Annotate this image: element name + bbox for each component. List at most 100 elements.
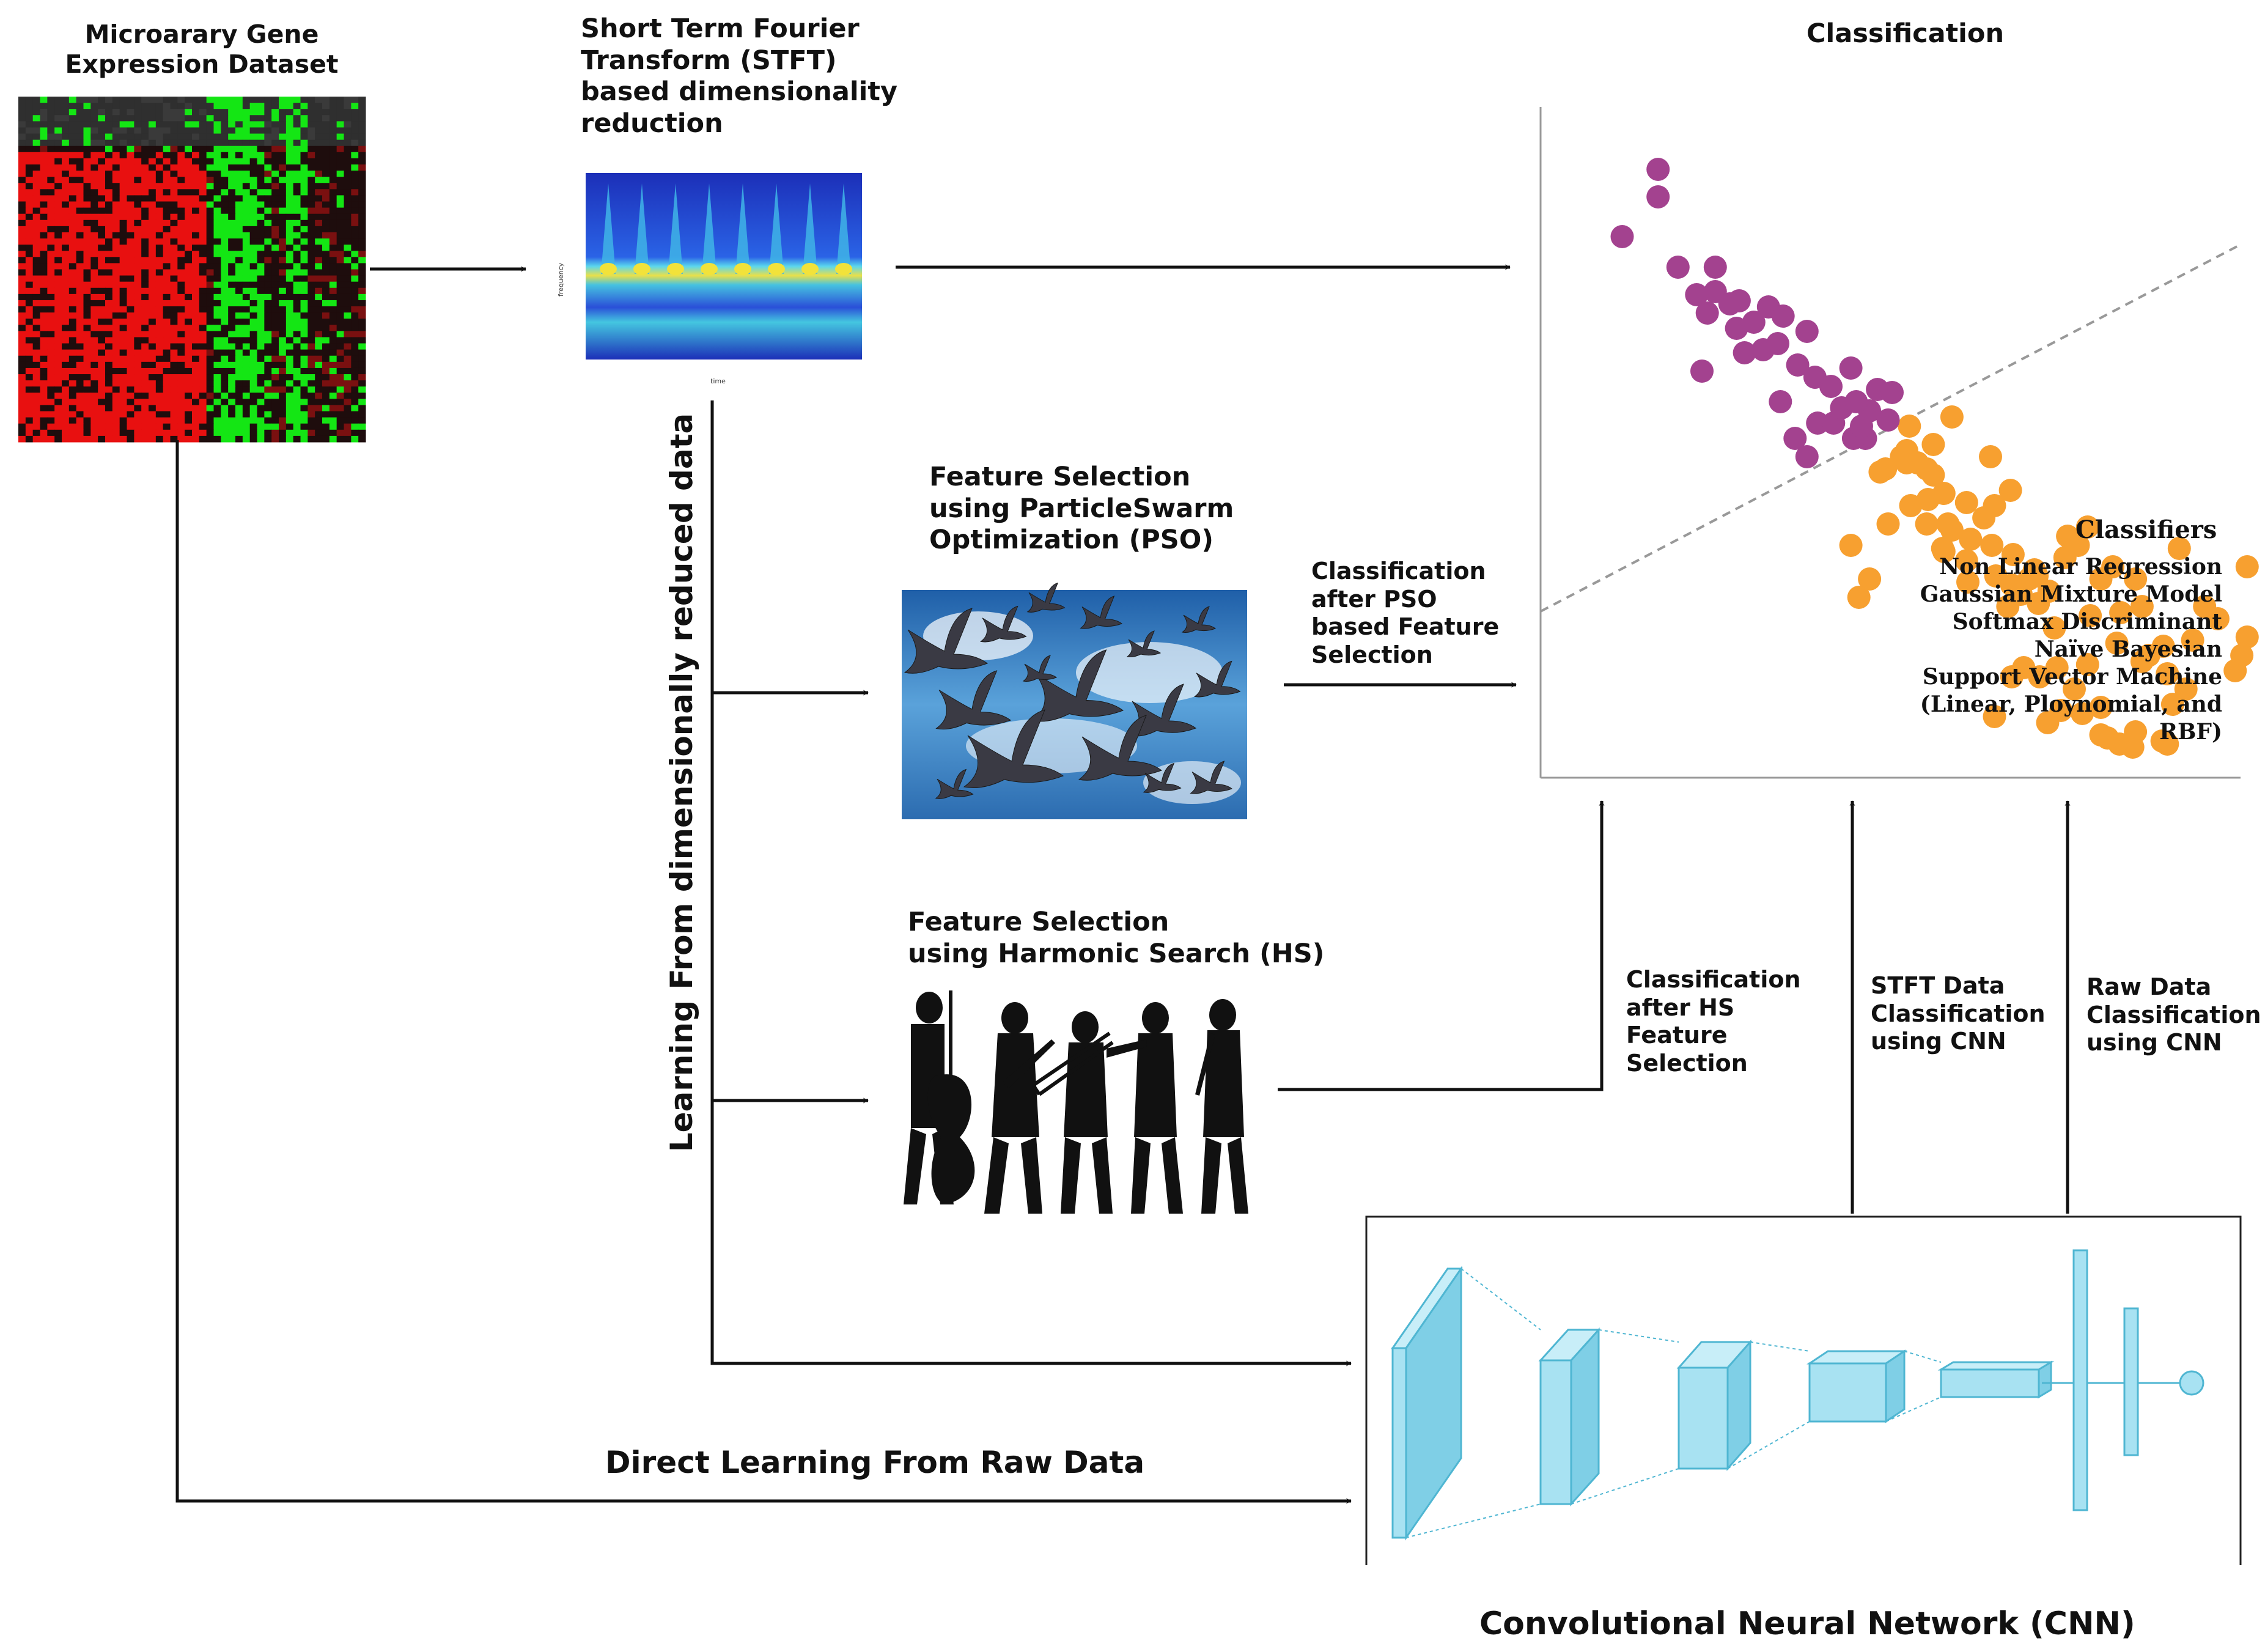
heatmap-cell: [134, 97, 142, 103]
heatmap-cell: [40, 399, 48, 405]
heatmap-cell: [112, 435, 120, 443]
heatmap-cell: [83, 109, 91, 116]
heatmap-cell: [32, 238, 40, 245]
heatmap-cell: [358, 251, 366, 257]
heatmap-cell: [54, 386, 62, 393]
heatmap-cell: [300, 109, 308, 116]
scatter-point: [1610, 225, 1634, 248]
heatmap-cell: [249, 300, 257, 307]
heatmap-cell: [40, 287, 48, 295]
heatmap-cell: [25, 251, 34, 257]
heatmap-cell: [149, 312, 157, 319]
heatmap-cell: [199, 355, 207, 363]
heatmap-cell: [141, 213, 149, 221]
heatmap-cell: [163, 435, 171, 443]
direct-learning-label: Direct Learning From Raw Data: [605, 1445, 1145, 1480]
heatmap-cell: [68, 245, 77, 251]
heatmap-cell: [149, 177, 157, 183]
heatmap-cell: [105, 158, 113, 165]
heatmap-cell: [163, 349, 171, 356]
heatmap-cell: [90, 411, 98, 418]
heatmap-cell: [228, 195, 236, 202]
heatmap-cell: [112, 319, 120, 325]
heatmap-cell: [76, 219, 84, 227]
heatmap-cell: [185, 355, 193, 363]
heatmap-cell: [149, 139, 157, 147]
heatmap-cell: [90, 152, 98, 159]
heatmap-cell: [329, 189, 337, 196]
heatmap-cell: [293, 287, 301, 295]
heatmap-cell: [293, 257, 301, 264]
heatmap-cell: [32, 232, 40, 239]
heatmap-cell: [119, 183, 127, 190]
heatmap-cell: [199, 152, 207, 159]
heatmap-cell: [25, 411, 34, 418]
heatmap-cell: [293, 374, 301, 381]
heatmap-cell: [228, 281, 236, 289]
heatmap-cell: [25, 337, 34, 344]
heatmap-cell: [32, 361, 40, 369]
heatmap-cell: [47, 306, 55, 313]
heatmap-cell: [264, 411, 272, 418]
heatmap-cell: [18, 171, 26, 177]
heatmap-cell: [76, 226, 84, 233]
heatmap-cell: [141, 275, 149, 282]
heatmap-cell: [308, 355, 315, 363]
heatmap-cell: [315, 275, 323, 282]
heatmap-cell: [47, 121, 55, 128]
heatmap-cell: [221, 97, 229, 103]
heatmap-cell: [271, 251, 279, 257]
heatmap-cell: [206, 411, 214, 418]
heatmap-cell: [249, 238, 257, 245]
heatmap-cell: [285, 337, 294, 344]
heatmap-cell: [351, 337, 359, 344]
heatmap-cell: [18, 281, 26, 289]
heatmap-cell: [127, 306, 134, 313]
heatmap-cell: [90, 399, 98, 405]
heatmap-cell: [40, 171, 48, 177]
heatmap-cell: [199, 319, 207, 325]
heatmap-cell: [264, 287, 272, 295]
heatmap-cell: [119, 355, 127, 363]
heatmap-cell: [264, 97, 272, 103]
heatmap-cell: [62, 361, 70, 369]
heatmap-cell: [300, 380, 308, 387]
heatmap-cell: [213, 127, 221, 135]
heatmap-cell: [199, 306, 207, 313]
heatmap-cell: [112, 109, 120, 116]
heatmap-cell: [54, 300, 62, 307]
heatmap-cell: [279, 232, 287, 239]
heatmap-cell: [155, 293, 164, 301]
heatmap-cell: [40, 97, 48, 103]
heatmap-cell: [279, 158, 287, 165]
heatmap-cell: [293, 103, 301, 109]
heatmap-cell: [32, 245, 40, 251]
heatmap-cell: [25, 349, 34, 356]
heatmap-cell: [206, 293, 214, 301]
heatmap-cell: [119, 417, 127, 424]
heatmap-cell: [149, 331, 157, 337]
heatmap-cell: [54, 287, 62, 295]
heatmap-cell: [127, 405, 134, 412]
heatmap-cell: [105, 109, 113, 116]
heatmap-cell: [336, 399, 344, 405]
heatmap-cell: [221, 380, 229, 387]
heatmap-cell: [18, 238, 26, 245]
heatmap-cell: [336, 207, 344, 215]
heatmap-cell: [25, 232, 34, 239]
heatmap-cell: [177, 183, 185, 190]
heatmap-cell: [329, 312, 337, 319]
heatmap-cell: [127, 219, 134, 227]
heatmap-cell: [83, 146, 91, 153]
heatmap-cell: [257, 293, 265, 301]
heatmap-cell: [285, 164, 294, 171]
heatmap-cell: [25, 195, 34, 202]
heatmap-cell: [285, 411, 294, 418]
heatmap-cell: [199, 257, 207, 264]
heatmap-cell: [192, 393, 200, 399]
heatmap-cell: [149, 343, 157, 350]
heatmap-cell: [206, 306, 214, 313]
heatmap-cell: [264, 121, 272, 128]
heatmap-cell: [228, 127, 236, 135]
heatmap-cell: [344, 306, 352, 313]
